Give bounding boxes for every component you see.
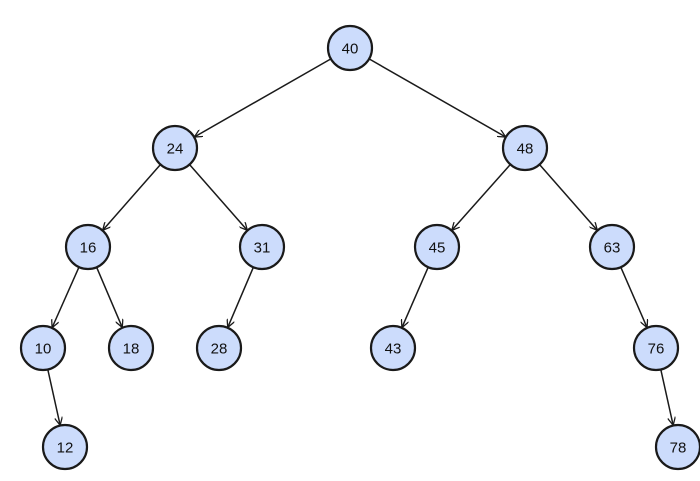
edge-40-to-48 <box>368 58 505 137</box>
node-label: 31 <box>254 240 271 257</box>
tree-node-28: 28 <box>195 324 243 372</box>
node-circle <box>107 324 155 372</box>
node-circle <box>41 423 89 471</box>
node-label: 12 <box>57 440 74 457</box>
node-label: 16 <box>80 240 97 257</box>
node-circle <box>151 124 199 172</box>
edge-10-to-12 <box>47 369 60 425</box>
node-label: 76 <box>648 341 665 358</box>
node-circle <box>19 324 67 372</box>
tree-node-43: 43 <box>369 324 417 372</box>
tree-node-31: 31 <box>238 223 286 271</box>
edge-48-to-45 <box>452 163 511 229</box>
edge-48-to-63 <box>538 164 597 230</box>
tree-node-40: 40 <box>326 24 374 72</box>
edge-76-to-78 <box>660 369 673 425</box>
tree-node-63: 63 <box>588 223 636 271</box>
tree-node-45: 45 <box>413 223 461 271</box>
node-label: 10 <box>35 341 52 358</box>
node-circle <box>588 223 636 271</box>
edge-16-to-10 <box>52 266 80 327</box>
edge-16-to-18 <box>95 266 122 327</box>
node-label: 48 <box>517 141 534 158</box>
node-circle <box>64 223 112 271</box>
node-circle <box>654 423 700 471</box>
edge-40-to-24 <box>195 58 332 137</box>
edge-24-to-16 <box>103 164 162 230</box>
node-label: 63 <box>604 240 621 257</box>
node-label: 43 <box>385 341 402 358</box>
node-circle <box>413 223 461 271</box>
tree-node-24: 24 <box>151 124 199 172</box>
tree-node-16: 16 <box>64 223 112 271</box>
node-label: 45 <box>429 240 446 257</box>
tree-node-48: 48 <box>501 124 549 172</box>
nodes: 40 24 48 16 31 45 63 10 18 28 43 76 12 78 <box>19 24 700 471</box>
edge-45-to-43 <box>402 266 429 327</box>
tree-node-76: 76 <box>632 324 680 372</box>
node-label: 24 <box>167 141 184 158</box>
node-circle <box>369 324 417 372</box>
node-circle <box>195 324 243 372</box>
tree-node-18: 18 <box>107 324 155 372</box>
node-circle <box>238 223 286 271</box>
edges <box>47 58 673 425</box>
edge-63-to-76 <box>620 266 647 327</box>
node-circle <box>632 324 680 372</box>
edge-31-to-28 <box>228 266 255 327</box>
node-label: 18 <box>123 341 140 358</box>
node-label: 28 <box>211 341 228 358</box>
node-label: 40 <box>342 41 359 58</box>
tree-node-12: 12 <box>41 423 89 471</box>
node-label: 78 <box>670 440 687 457</box>
tree-node-78: 78 <box>654 423 700 471</box>
node-circle <box>326 24 374 72</box>
node-circle <box>501 124 549 172</box>
edge-24-to-31 <box>188 164 247 230</box>
tree-node-10: 10 <box>19 324 67 372</box>
